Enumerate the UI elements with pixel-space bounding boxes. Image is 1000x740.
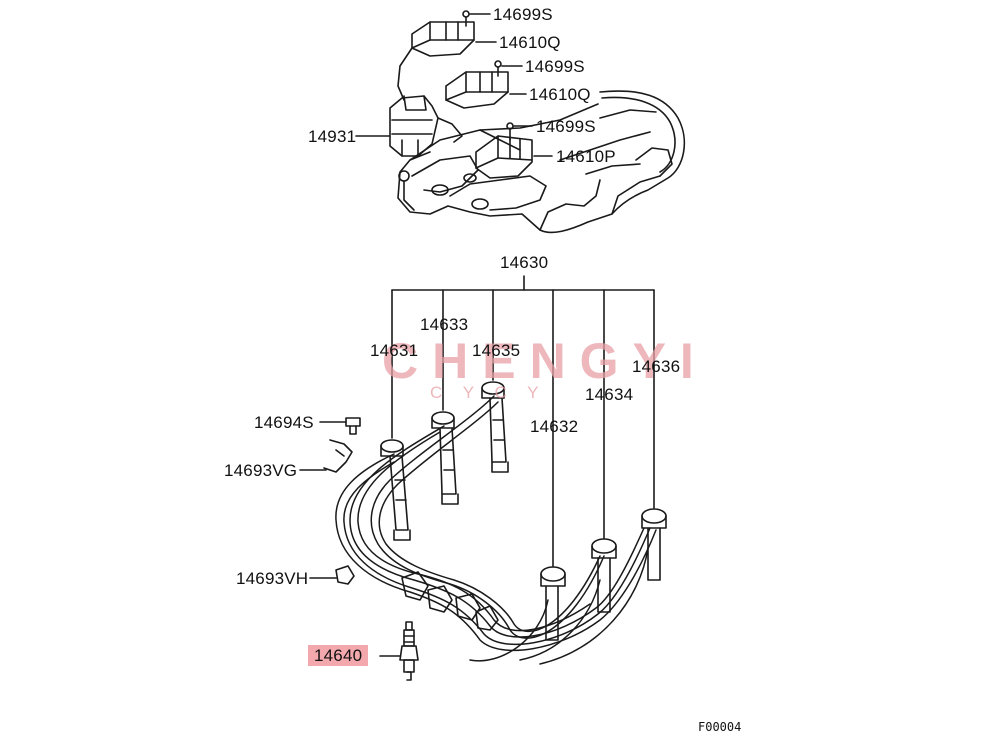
label-14634: 14634 (585, 385, 634, 404)
label-14640-highlighted: 14640 (308, 645, 369, 666)
igniter-module (389, 95, 463, 157)
label-14610P: 14610P (556, 147, 616, 166)
label-14610Q-b: 14610Q (529, 85, 591, 104)
label-14610Q-a: 14610Q (499, 33, 561, 52)
coil-middle (445, 60, 509, 109)
label-14699S-a: 14699S (493, 5, 553, 24)
label-14630: 14630 (500, 253, 549, 272)
label-14636: 14636 (632, 357, 681, 376)
plug-boots (380, 381, 667, 641)
clamp-14694S (319, 417, 361, 435)
label-14693VG: 14693VG (224, 461, 298, 480)
coil-connector-line (397, 47, 413, 101)
coil-top (411, 10, 475, 57)
watermark-main: CHENGYI (382, 333, 708, 389)
cable-bundle (335, 395, 657, 665)
label-14635: 14635 (472, 341, 521, 360)
label-14632: 14632 (530, 417, 579, 436)
figure-code: F00004 (698, 720, 742, 734)
cable-set-bracket (391, 275, 655, 567)
label-14693VH: 14693VH (236, 569, 309, 588)
watermark-sub: C Y C Y (430, 383, 547, 402)
coil-lower (475, 122, 533, 179)
spark-plug (379, 621, 419, 681)
label-14931: 14931 (308, 127, 357, 146)
label-14633: 14633 (420, 315, 469, 334)
label-14699S-c: 14699S (536, 117, 596, 136)
clamp-14693VH (309, 565, 355, 585)
leader-lines-top (355, 13, 553, 157)
intake-manifold (397, 90, 686, 234)
clamp-14693VG (299, 439, 353, 473)
label-14694S: 14694S (254, 413, 314, 432)
label-14699S-b: 14699S (525, 57, 585, 76)
label-14631: 14631 (370, 341, 419, 360)
